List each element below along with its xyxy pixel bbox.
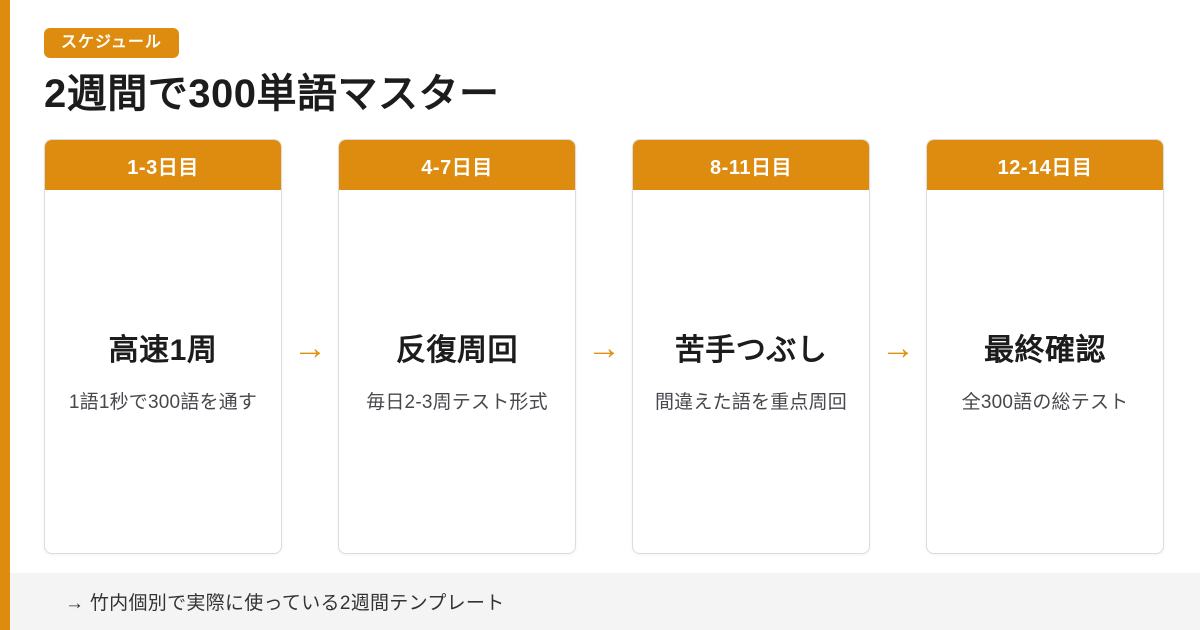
step-card-subtitle: 毎日2-3周テスト形式 — [366, 392, 548, 413]
page-title: 2週間で300単語マスター — [44, 72, 500, 116]
step-card-subtitle: 1語1秒で300語を通す — [68, 392, 258, 413]
left-accent-bar — [0, 0, 10, 630]
step-card-days-12-14: 12-14日目 最終確認 全300語の総テスト — [926, 139, 1164, 554]
step-card-title: 高速1周 — [108, 334, 218, 367]
step-card-header: 1-3日目 — [45, 140, 281, 190]
step-card-header: 4-7日目 — [339, 140, 575, 190]
content-area: スケジュール 2週間で300単語マスター 1-3日目 高速1周 1語1秒で300… — [10, 0, 1200, 573]
right-arrow-icon: → — [881, 329, 915, 367]
step-card-subtitle: 間違えた語を重点周回 — [654, 392, 847, 413]
step-card-body: 高速1周 1語1秒で300語を通す — [45, 190, 281, 553]
step-card-body: 反復周回 毎日2-3周テスト形式 — [339, 190, 575, 553]
arrow-cell: → — [576, 139, 632, 554]
step-card-header: 12-14日目 — [927, 140, 1163, 190]
step-card-days-8-11: 8-11日目 苦手つぶし 間違えた語を重点周回 — [632, 139, 870, 554]
arrow-cell: → — [870, 139, 926, 554]
step-card-days-1-3: 1-3日目 高速1周 1語1秒で300語を通す — [44, 139, 282, 554]
step-card-title: 最終確認 — [984, 334, 1106, 367]
schedule-badge: スケジュール — [44, 28, 179, 58]
schedule-steps-row: 1-3日目 高速1周 1語1秒で300語を通す → 4-7日目 反復周回 毎日2… — [44, 139, 1164, 554]
footer-note: → 竹内個別で実際に使っている2週間テンプレート — [65, 593, 505, 614]
step-card-body: 最終確認 全300語の総テスト — [927, 190, 1163, 553]
arrow-cell: → — [282, 139, 338, 554]
step-card-title: 苦手つぶし — [674, 334, 828, 367]
step-card-title: 反復周回 — [396, 334, 518, 367]
step-card-days-4-7: 4-7日目 反復周回 毎日2-3周テスト形式 — [338, 139, 576, 554]
step-card-header: 8-11日目 — [633, 140, 869, 190]
main-column: スケジュール 2週間で300単語マスター 1-3日目 高速1周 1語1秒で300… — [10, 0, 1200, 630]
footer-note-bar: → 竹内個別で実際に使っている2週間テンプレート — [10, 573, 1200, 630]
step-card-subtitle: 全300語の総テスト — [961, 392, 1129, 413]
right-arrow-icon: → — [293, 329, 327, 367]
right-arrow-icon: → — [587, 329, 621, 367]
step-card-body: 苦手つぶし 間違えた語を重点周回 — [633, 190, 869, 553]
